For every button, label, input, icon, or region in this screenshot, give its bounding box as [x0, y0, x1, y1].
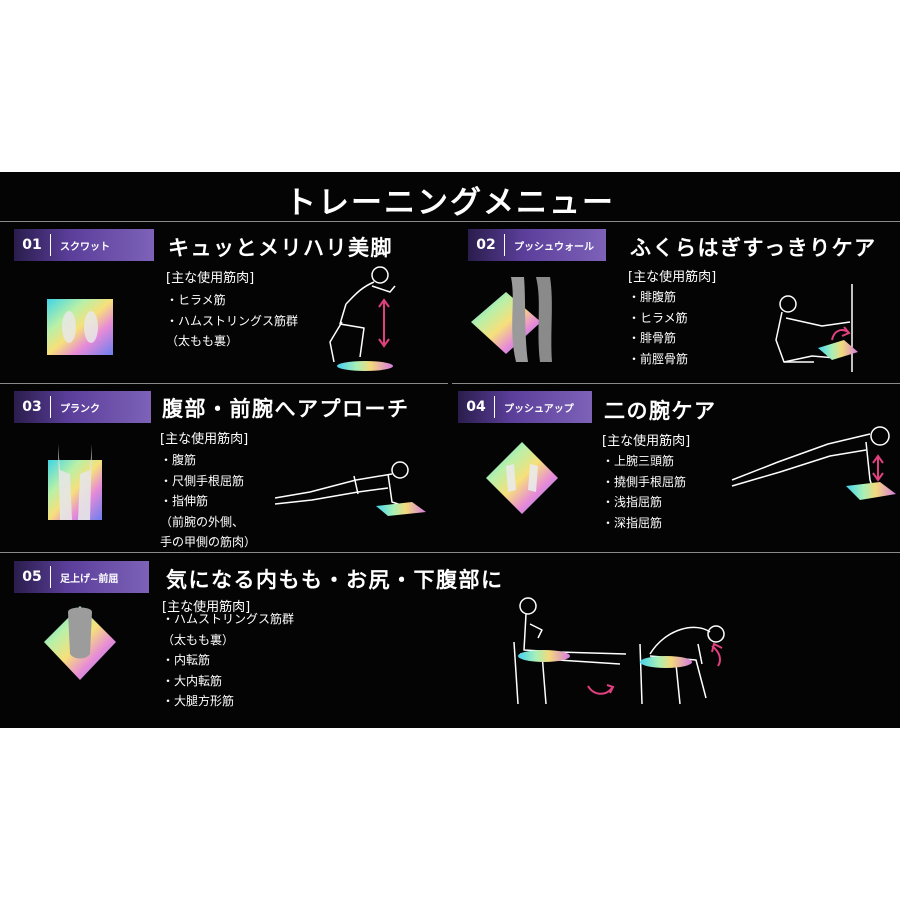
- muscle-item: （太もも裏）: [166, 334, 239, 348]
- muscle-item: ・内転筋: [162, 653, 211, 667]
- muscle-item: ・尺側手根屈筋: [160, 473, 245, 488]
- exercise-name: 足上げ~前屈: [60, 573, 119, 585]
- exercise-number: 03: [22, 399, 42, 415]
- exercise-tag: 02 プッシュウォール: [468, 229, 606, 261]
- exercise-number: 02: [476, 237, 496, 253]
- exercise-headline: 腹部・前腕へアプローチ: [162, 397, 410, 421]
- page-title: トレーニングメニュー: [285, 185, 615, 221]
- muscle-item: ・前脛骨筋: [628, 351, 689, 366]
- muscle-item: ・腹筋: [160, 453, 197, 467]
- muscle-item: （太もも裏）: [162, 632, 235, 647]
- exercise-tag: 03 プランク: [14, 391, 151, 423]
- muscle-item: ・撓側手根屈筋: [602, 474, 687, 489]
- tag-separator: [50, 234, 51, 256]
- exercise-headline: 二の腕ケア: [604, 399, 717, 423]
- exercise-tag: 05 足上げ~前屈: [14, 561, 149, 593]
- tag-separator: [50, 566, 51, 588]
- muscle-item: ・ヒラメ筋: [628, 310, 688, 325]
- exercise-name: プッシュウォール: [514, 241, 594, 253]
- muscle-item: ・浅指屈筋: [602, 495, 663, 509]
- muscles-heading: [主な使用筋肉]: [160, 432, 249, 447]
- tag-separator: [504, 234, 505, 256]
- muscles-heading: [主な使用筋肉]: [166, 271, 255, 286]
- push-wall-figure-illustration: [775, 284, 858, 372]
- muscle-item: ・深指屈筋: [602, 515, 663, 530]
- footprint-pad-illustration: [47, 299, 113, 355]
- muscle-item: ・ヒラメ筋: [166, 293, 226, 307]
- squat-figure-illustration: [329, 266, 396, 371]
- muscle-list: ・ヒラメ筋 ・ハムストリングス筋群 （太もも裏）: [166, 290, 298, 352]
- divider-line: [0, 383, 448, 384]
- muscle-item: ・上腕三頭筋: [602, 454, 675, 468]
- muscle-list: ・腹筋 ・尺側手根屈筋 ・指伸筋 （前腕の外側、 手の甲側の筋肉）: [160, 450, 256, 553]
- tag-separator: [494, 396, 495, 418]
- muscle-list: ・ハムストリングス筋群 （太もも裏） ・内転筋 ・大内転筋 ・大腿方形筋: [162, 609, 294, 712]
- menu-panel: [0, 172, 900, 728]
- muscle-item: ・大内転筋: [162, 673, 223, 688]
- muscle-list: ・腓腹筋 ・ヒラメ筋 ・腓骨筋 ・前脛骨筋: [628, 287, 688, 369]
- divider-line: [0, 552, 900, 553]
- exercise-tag: 04 プッシュアップ: [458, 391, 592, 423]
- muscles-heading: [主な使用筋肉]: [602, 434, 691, 449]
- muscle-list: ・上腕三頭筋 ・撓側手根屈筋 ・浅指屈筋 ・深指屈筋: [602, 451, 686, 533]
- muscle-item: 手の甲側の筋肉）: [160, 535, 257, 549]
- exercise-number: 04: [466, 399, 486, 415]
- plank-figure-illustration: [274, 461, 426, 516]
- hands-pad-illustration: [48, 444, 102, 520]
- exercise-tag: 01 スクワット: [14, 229, 154, 261]
- muscle-item: ・腓骨筋: [628, 331, 677, 345]
- muscles-heading: [主な使用筋肉]: [162, 600, 251, 615]
- exercise-number: 01: [22, 237, 42, 253]
- exercise-headline: ふくらはぎすっきりケア: [630, 236, 877, 260]
- seat-pad-illustration: [44, 606, 116, 680]
- tag-separator: [50, 396, 51, 418]
- divider-line: [0, 221, 900, 222]
- muscle-item: （前腕の外側、: [160, 514, 245, 529]
- leg-raise-figure-illustration: [513, 597, 627, 705]
- muscles-heading: [主な使用筋肉]: [628, 270, 717, 285]
- calf-pad-illustration: [471, 277, 552, 362]
- exercise-name: プッシュアップ: [504, 403, 574, 415]
- muscle-item: ・ハムストリングス筋群: [162, 612, 295, 626]
- muscle-item: ・ハムストリングス筋群: [166, 313, 299, 328]
- exercise-number: 05: [22, 569, 42, 585]
- exercise-name: スクワット: [60, 241, 110, 253]
- exercise-headline: キュッとメリハリ美脚: [168, 236, 393, 260]
- muscle-item: ・大腿方形筋: [162, 694, 235, 708]
- hands-pad-illustration: [486, 442, 558, 514]
- exercise-headline: 気になる内もも・お尻・下腹部に: [166, 568, 504, 592]
- muscle-item: ・腓腹筋: [628, 290, 677, 304]
- forward-bend-figure-illustration: [639, 625, 725, 705]
- exercise-name: プランク: [60, 403, 100, 415]
- divider-line: [452, 383, 900, 384]
- push-up-figure-illustration: [731, 426, 896, 500]
- muscle-item: ・指伸筋: [160, 494, 209, 508]
